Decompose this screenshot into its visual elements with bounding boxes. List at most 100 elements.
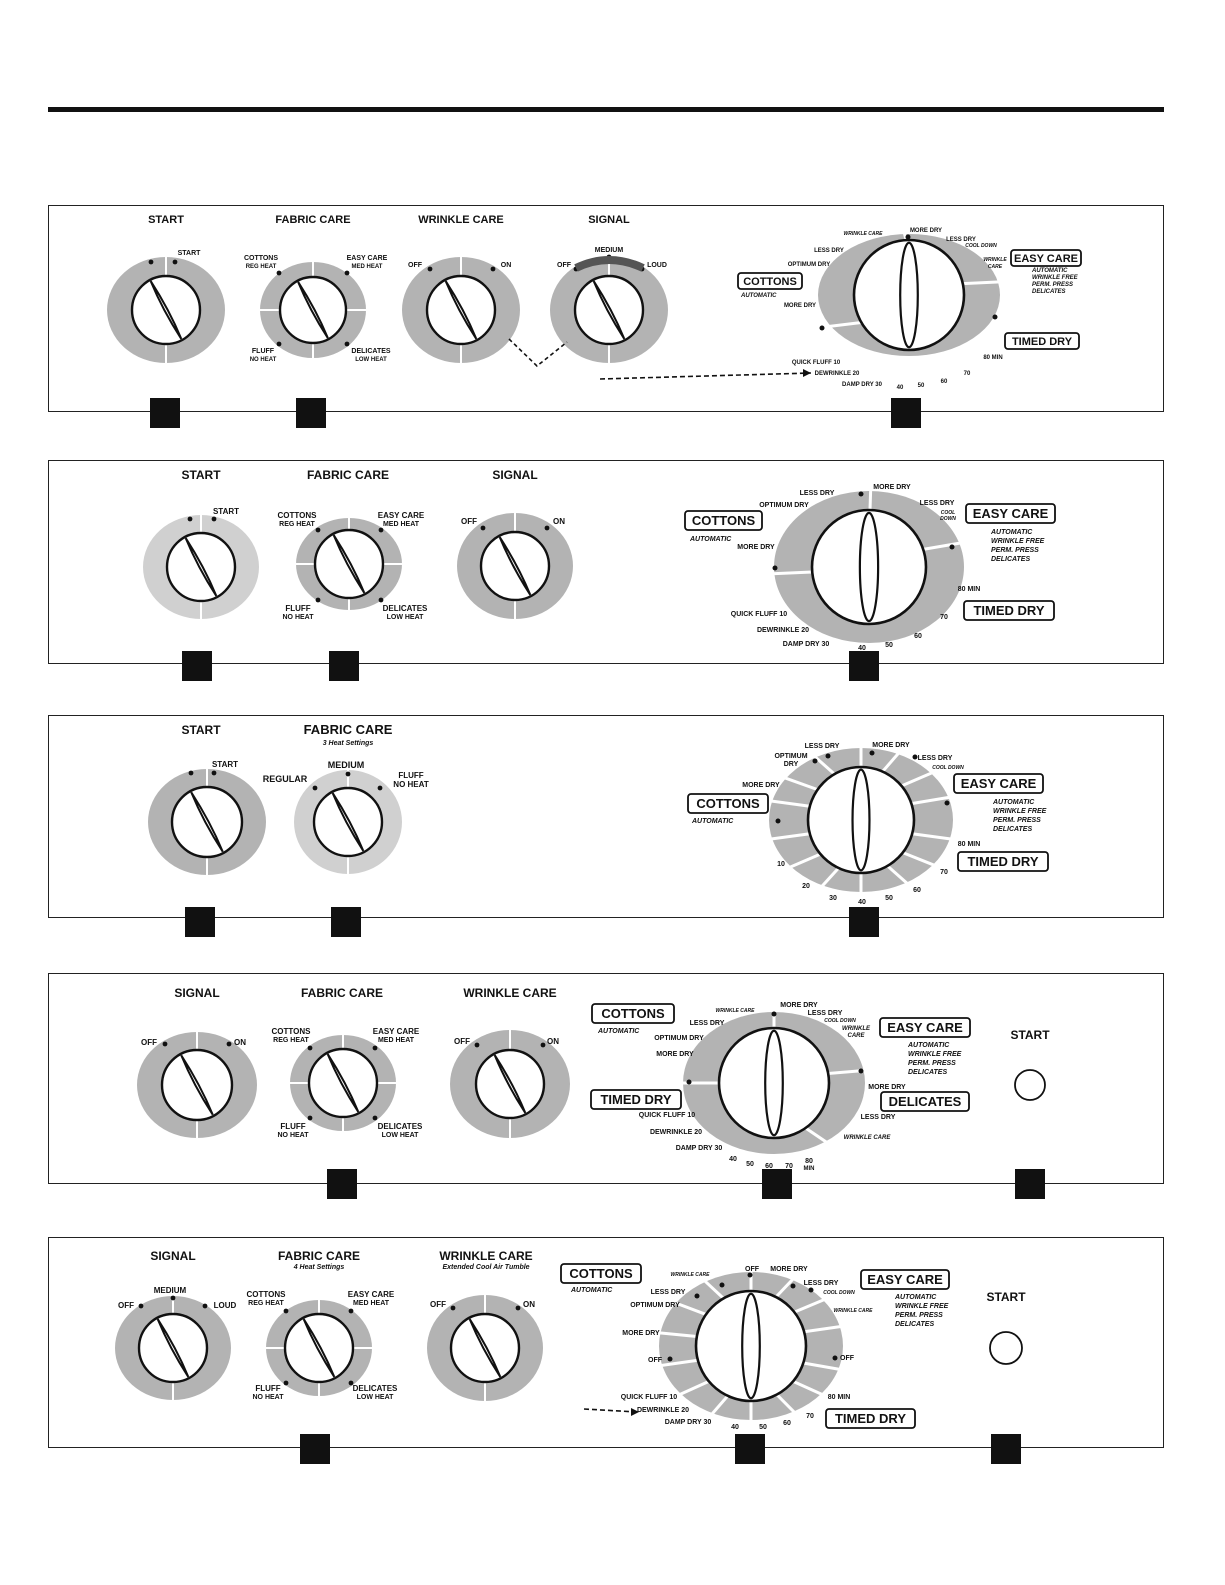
knob-option: DELICATES: [353, 1384, 398, 1393]
cycle-note: AUTOMATIC: [990, 529, 1033, 536]
indicator-dot: [912, 754, 918, 760]
callout-marker-start: [182, 651, 212, 681]
dial-label: 40: [897, 385, 904, 391]
knob-title-signal: SIGNAL: [150, 1249, 195, 1263]
knob-title-fabric-care: FABRIC CARE: [304, 722, 393, 737]
knob-option: LOW HEAT: [357, 1394, 395, 1401]
cycle-note: AUTOMATIC: [907, 1042, 950, 1049]
knob-option: LOUD: [647, 262, 667, 269]
indicator-dot: [226, 1041, 232, 1047]
knob-option: MEDIUM: [154, 1286, 187, 1295]
dial-label: MORE DRY: [656, 1051, 694, 1058]
dial-label: 80 MIN: [828, 1394, 851, 1401]
callout-marker-fabric: [327, 1169, 357, 1199]
dial-label: MORE DRY: [784, 303, 816, 309]
knob-option: FLUFF: [255, 1384, 280, 1393]
dial-label: 50: [759, 1424, 767, 1431]
cycle-note: AUTOMATIC: [1031, 268, 1068, 274]
dial-label: OFF: [648, 1357, 663, 1364]
dial-label: DRY: [784, 761, 799, 768]
dial-label: 60: [941, 379, 948, 385]
indicator-dot: [515, 1305, 521, 1311]
start-button: [989, 1331, 1023, 1365]
indicator-dot: [490, 266, 496, 272]
cottons-box-label: COTTONS: [743, 276, 797, 288]
cycle-note: AUTOMATIC: [570, 1287, 613, 1294]
dial-label: COOL: [941, 510, 955, 516]
callout-marker-dial: [735, 1434, 765, 1464]
indicator-dot: [312, 785, 318, 791]
fabric-care-knob-pointer: [331, 792, 365, 852]
indicator-dot: [544, 525, 550, 531]
dial-label: DAMP DRY 30: [665, 1419, 712, 1426]
indicator-dot: [315, 597, 321, 603]
cycle-note: WRINKLE FREE: [993, 808, 1047, 815]
dial-label: DOWN: [940, 516, 956, 522]
dial-label: QUICK FLUFF 10: [639, 1112, 695, 1119]
indicator-dot: [474, 1042, 480, 1048]
knob-option: EASY CARE: [378, 511, 425, 520]
indicator-dot: [686, 1079, 692, 1085]
start-knob-pointer: [190, 791, 224, 853]
cycle-dial-face: [810, 508, 928, 626]
knob-subtitle: Extended Cool Air Tumble: [442, 1264, 529, 1271]
cycle-note: WRINKLE FREE: [895, 1303, 949, 1310]
indicator-dot: [790, 1283, 796, 1289]
fabric-care-knob-pointer: [297, 281, 329, 339]
timed-dry-box-frame: [590, 1089, 682, 1110]
knob-title-wrinkle-care: WRINKLE CARE: [439, 1249, 532, 1263]
dial-label: 80 MIN: [983, 355, 1002, 361]
knob-option: OFF: [461, 517, 477, 526]
signal-knob-face: [479, 530, 551, 602]
segment-divider: [673, 1301, 707, 1316]
indicator-dot: [148, 259, 154, 265]
dial-label: LESS DRY: [814, 248, 844, 254]
cycle-dial: [658, 1270, 843, 1422]
indicator-dot: [694, 1293, 700, 1299]
cycle-dial-face: [806, 765, 916, 875]
easy-care-box-frame: [860, 1269, 950, 1290]
segment-divider: [775, 1393, 797, 1415]
segment-divider: [911, 795, 951, 806]
easy-care-box-frame: [965, 503, 1056, 524]
dial-label: COOL DOWN: [823, 1290, 855, 1296]
indicator-dot: [858, 1068, 864, 1074]
indicator-dot: [170, 1295, 176, 1301]
dewrinkle-pointer-arrow: [599, 372, 812, 380]
dial-label: OPTIMUM DRY: [630, 1302, 680, 1309]
knob-title-signal: SIGNAL: [588, 214, 630, 226]
knob-option: LOW HEAT: [382, 1132, 420, 1139]
cycle-note: AUTOMATIC: [992, 799, 1035, 806]
knob-title-start: START: [148, 214, 184, 226]
easy-care-box-label: EASY CARE: [973, 506, 1049, 521]
easy-care-box-frame: [879, 1017, 971, 1038]
segment-divider: [881, 751, 901, 773]
callout-marker-start: [991, 1434, 1021, 1464]
knob-option: REG HEAT: [273, 1037, 309, 1044]
dial-label: MORE DRY: [742, 782, 780, 789]
segment-divider: [962, 280, 1001, 286]
timed-dry-box-label: TIMED DRY: [1012, 336, 1073, 348]
indicator-dot: [283, 1380, 289, 1386]
dial-label: 40: [858, 645, 866, 652]
fabric-care-knob-pointer: [326, 1053, 360, 1113]
knob-option: START: [178, 250, 202, 257]
dial-label: LESS DRY: [920, 500, 955, 507]
knob-option: REG HEAT: [248, 1300, 284, 1307]
dial-label: 70: [940, 869, 948, 876]
knob-option: OFF: [408, 262, 423, 269]
knob-option: ON: [501, 262, 512, 269]
timed-dry-box-label: TIMED DRY: [973, 603, 1044, 618]
dial-label: 70: [785, 1163, 793, 1170]
dial-label: MORE DRY: [910, 228, 942, 234]
fabric-care-knob: [296, 518, 402, 610]
knob-option: ON: [553, 517, 565, 526]
segment-divider: [788, 852, 821, 869]
wrinkle-care-knob-face: [425, 274, 497, 346]
callout-marker-fabric: [296, 398, 326, 428]
segment-divider: [710, 1394, 729, 1416]
dial-label: DEWRINKLE 20: [757, 627, 809, 634]
